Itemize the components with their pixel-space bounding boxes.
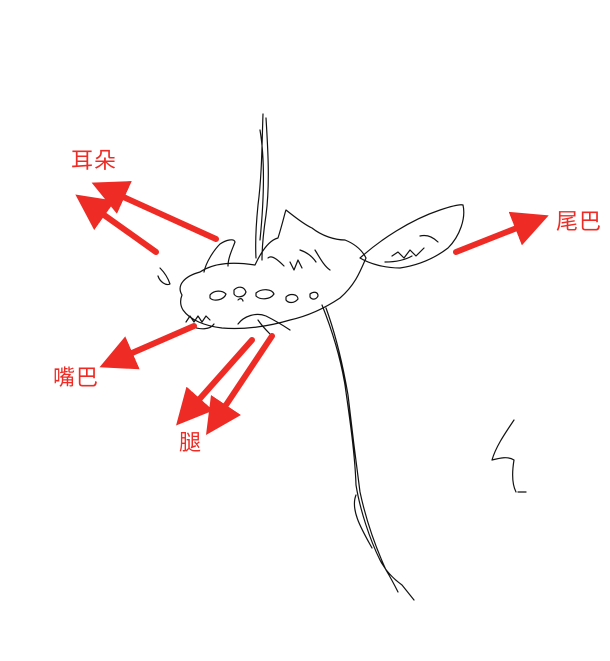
leg-sketch [237, 313, 291, 335]
label-ear: 耳朵 [71, 149, 118, 174]
leg-arrow-left [176, 337, 255, 426]
label-tail: 尾巴 [556, 210, 603, 235]
tail-arrow [453, 211, 549, 255]
label-leg: 腿 [179, 431, 203, 456]
leg-arrow-right [206, 333, 275, 435]
label-mouth: 嘴巴 [53, 366, 100, 391]
creature-sketch [157, 113, 527, 601]
annotation-arrows [75, 181, 549, 435]
top-stick [255, 113, 269, 261]
mouth-arrow [99, 323, 197, 370]
body-spots [209, 286, 319, 304]
ear-left-sketch [203, 239, 236, 273]
body-outline [179, 209, 367, 330]
ear-arrow-lower [75, 194, 159, 255]
squiggle-mark [491, 419, 527, 493]
ear-arrow-upper [91, 181, 219, 242]
back-scribble [267, 249, 331, 271]
ear-small-sketch [157, 267, 171, 286]
tail-sketch [359, 204, 465, 269]
bottom-stick [321, 304, 415, 601]
